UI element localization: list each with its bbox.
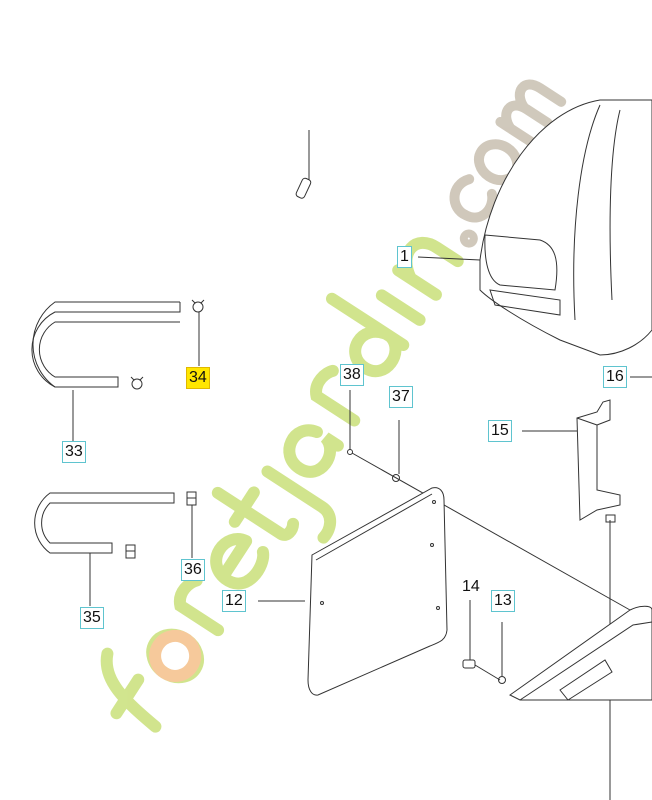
watermark-logo xyxy=(100,79,567,733)
clip-part-36 xyxy=(125,491,197,559)
housing-part-1 xyxy=(479,99,652,356)
callout-12[interactable]: 12 xyxy=(222,590,246,612)
callout-36[interactable]: 36 xyxy=(181,559,205,581)
callout-16[interactable]: 16 xyxy=(603,366,627,388)
plate-part-12 xyxy=(307,487,448,696)
pin-part xyxy=(295,130,312,199)
callout-38[interactable]: 38 xyxy=(340,364,364,386)
bracket-part-15 xyxy=(576,399,621,800)
callout-1[interactable]: 1 xyxy=(397,246,412,268)
clamp-part-34 xyxy=(130,299,205,390)
hose-part-33 xyxy=(31,301,181,388)
callout-14[interactable]: 14 xyxy=(462,578,480,595)
callout-33[interactable]: 33 xyxy=(62,441,86,463)
base-tray-part xyxy=(509,605,652,701)
callout-34[interactable]: 34 xyxy=(186,367,210,389)
callout-37[interactable]: 37 xyxy=(389,386,413,408)
callout-13[interactable]: 13 xyxy=(491,590,515,612)
hose-part-35 xyxy=(34,492,175,554)
callout-15[interactable]: 15 xyxy=(488,420,512,442)
callout-35[interactable]: 35 xyxy=(80,607,104,629)
